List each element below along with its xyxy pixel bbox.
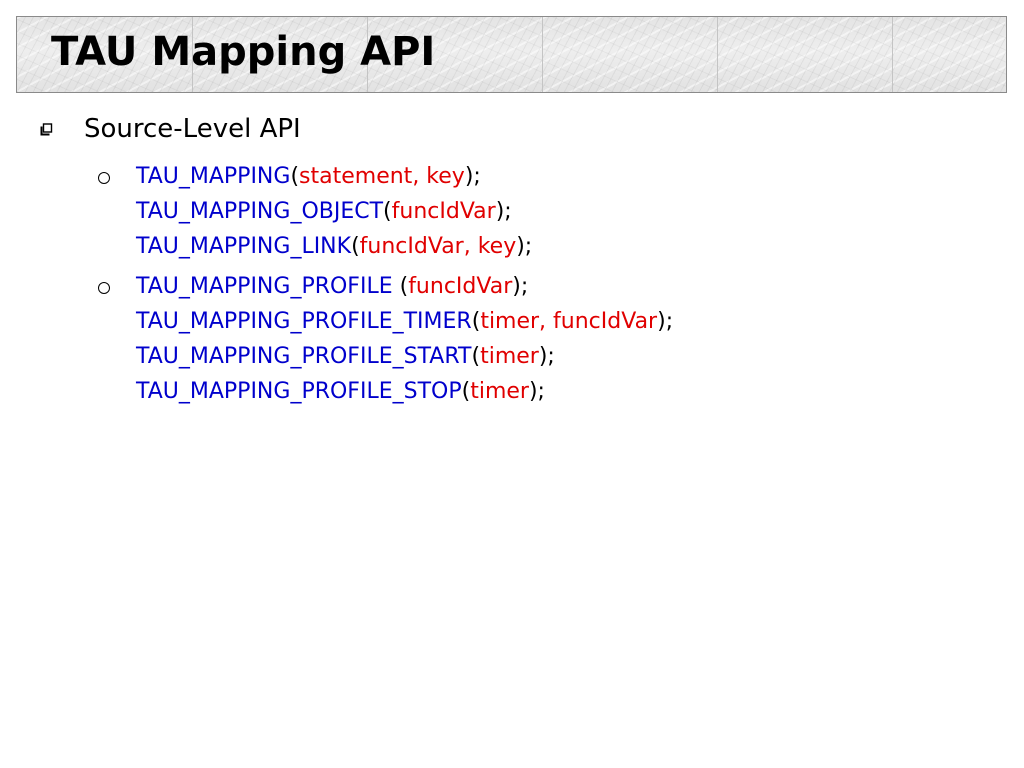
bullet-label: Source-Level API — [84, 114, 301, 144]
close-paren: ); — [657, 309, 674, 334]
function-args: timer — [470, 379, 529, 404]
close-paren: ); — [516, 234, 533, 259]
function-args: timer, funcIdVar — [480, 309, 658, 334]
open-paren: ( — [471, 344, 481, 369]
function-name: TAU_MAPPING_OBJECT — [136, 199, 384, 224]
code-line: TAU_MAPPING_PROFILE_TIMER(timer, funcIdV… — [136, 304, 673, 339]
code-line-group: TAU_MAPPING_PROFILE (funcIdVar); TAU_MAP… — [136, 269, 673, 409]
code-line-group: TAU_MAPPING(statement, key); TAU_MAPPING… — [136, 159, 532, 264]
function-name: TAU_MAPPING_PROFILE_TIMER — [136, 309, 472, 334]
close-paren: ); — [464, 164, 481, 189]
function-args: timer — [480, 344, 539, 369]
open-paren: ( — [471, 309, 481, 334]
circle-bullet-icon — [98, 282, 110, 294]
code-line: TAU_MAPPING(statement, key); — [136, 159, 532, 194]
close-paren: ); — [512, 274, 529, 299]
close-paren: ); — [495, 199, 512, 224]
open-paren: ( — [461, 379, 471, 404]
square-bullet-icon — [40, 123, 53, 136]
function-args: funcIdVar — [408, 274, 513, 299]
code-line: TAU_MAPPING_LINK(funcIdVar, key); — [136, 229, 532, 264]
open-paren: ( — [392, 274, 409, 299]
function-name: TAU_MAPPING — [136, 164, 291, 189]
code-line: TAU_MAPPING_PROFILE_STOP(timer); — [136, 374, 673, 409]
code-line: TAU_MAPPING_PROFILE_START(timer); — [136, 339, 673, 374]
banner-tile-divider — [192, 17, 193, 92]
function-name: TAU_MAPPING_PROFILE — [136, 274, 393, 299]
banner-tile-divider — [717, 17, 718, 92]
banner-tile-divider — [367, 17, 368, 92]
slide-title: TAU Mapping API — [51, 29, 436, 75]
function-args: funcIdVar, key — [359, 234, 517, 259]
close-paren: ); — [528, 379, 545, 404]
code-line: TAU_MAPPING_OBJECT(funcIdVar); — [136, 194, 532, 229]
title-banner: TAU Mapping API — [16, 16, 1007, 93]
function-args: statement, key — [299, 164, 465, 189]
open-paren: ( — [351, 234, 360, 259]
open-paren: ( — [290, 164, 300, 189]
circle-bullet-icon — [98, 172, 110, 184]
banner-tile-divider — [542, 17, 543, 92]
function-name: TAU_MAPPING_LINK — [136, 234, 352, 259]
function-args: funcIdVar — [391, 199, 496, 224]
function-name: TAU_MAPPING_PROFILE_STOP — [136, 379, 462, 404]
close-paren: ); — [538, 344, 555, 369]
open-paren: ( — [383, 199, 392, 224]
banner-tile-divider — [892, 17, 893, 92]
code-line: TAU_MAPPING_PROFILE (funcIdVar); — [136, 269, 673, 304]
function-name: TAU_MAPPING_PROFILE_START — [136, 344, 472, 369]
